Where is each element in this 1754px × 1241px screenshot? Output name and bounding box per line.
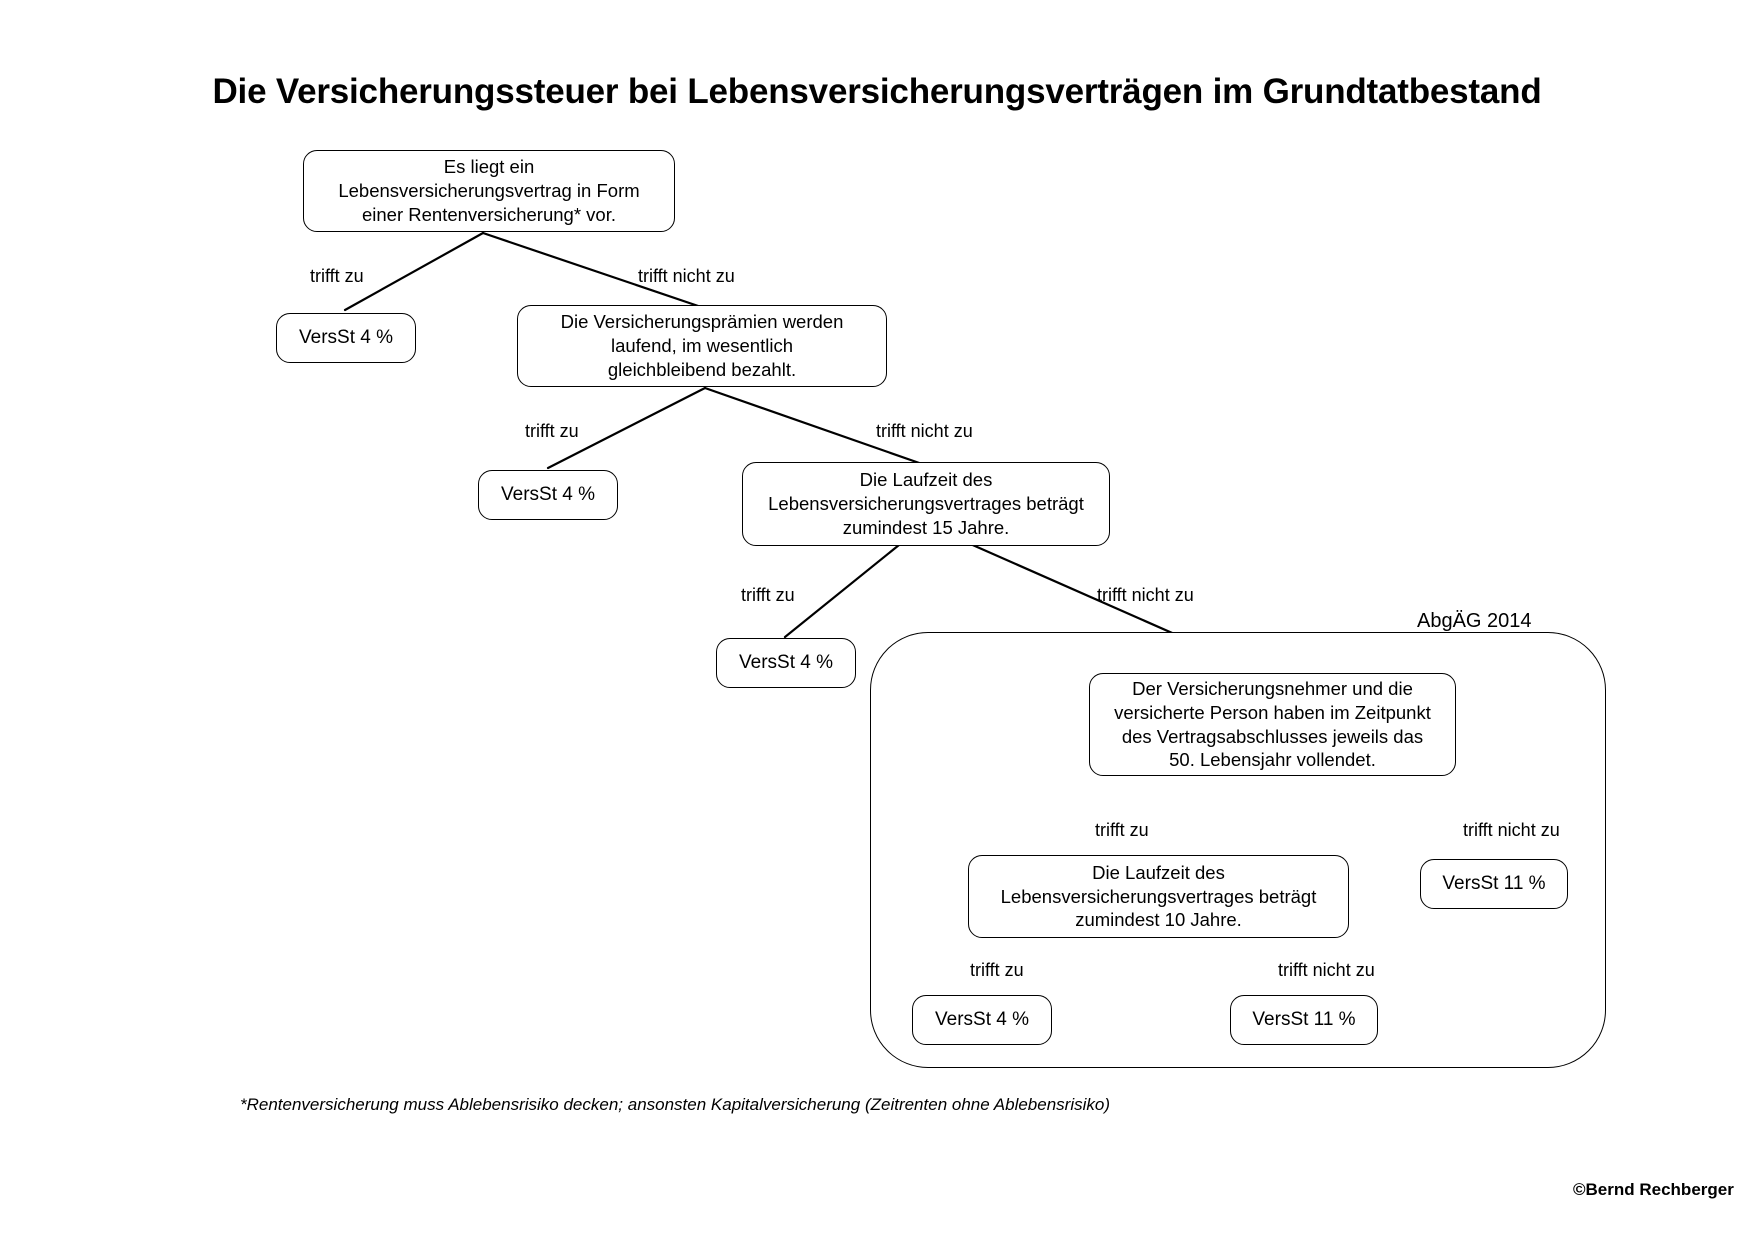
decision-node-1-line-2: Lebensversicherungsvertrag in Form [338, 180, 640, 202]
decision-node-3[interactable]: Die Laufzeit des Lebensversicherungsvert… [742, 462, 1110, 546]
page-title: Die Versicherungssteuer bei Lebensversic… [212, 72, 1542, 111]
decision-node-1-line-3: einer Rentenversicherung* vor. [361, 203, 616, 225]
decision-node-1[interactable]: Es liegt ein Lebensversicherungsvertrag … [303, 150, 675, 232]
decision-node-1-text: Es liegt ein Lebensversicherungsvertrag … [338, 155, 639, 226]
copyright-text: ©Bernd Rechberger [1573, 1180, 1734, 1199]
decision-node-4-line-2: versicherte Person haben im Zeitpunkt [1114, 701, 1431, 723]
decision-node-5-line-2: Lebensversicherungsvertrages beträgt [1000, 885, 1317, 907]
result-node-2-text: VersSt 4 % [501, 483, 595, 505]
edge-label-4-no: trifft nicht zu [1463, 820, 1560, 840]
result-node-5-yes-text: VersSt 4 % [935, 1008, 1029, 1030]
decision-node-3-line-1: Die Laufzeit des [859, 469, 993, 491]
decision-node-5[interactable]: Die Laufzeit des Lebensversicherungsvert… [968, 855, 1349, 938]
decision-node-1-line-1: Es liegt ein [443, 156, 535, 178]
decision-node-2-text: Die Versicherungsprämien werden laufend,… [561, 310, 844, 381]
decision-node-4-line-4: 50. Lebensjahr vollendet. [1169, 749, 1376, 771]
result-node-4-text: VersSt 11 % [1442, 872, 1546, 894]
decision-node-2-line-2: laufend, im wesentlich [610, 335, 793, 357]
decision-node-3-text: Die Laufzeit des Lebensversicherungsvert… [768, 468, 1084, 539]
decision-node-5-text: Die Laufzeit des Lebensversicherungsvert… [1001, 861, 1317, 932]
result-node-5-no[interactable]: VersSt 11 % [1230, 995, 1378, 1045]
result-node-4[interactable]: VersSt 11 % [1420, 859, 1568, 909]
edge-label-3-yes: trifft zu [741, 585, 795, 605]
decision-node-5-line-1: Die Laufzeit des [1092, 861, 1225, 883]
decision-node-4[interactable]: Der Versicherungsnehmer und die versiche… [1089, 673, 1456, 776]
result-node-5-no-text: VersSt 11 % [1252, 1008, 1356, 1030]
result-node-1[interactable]: VersSt 4 % [276, 313, 416, 363]
edge-label-5-no: trifft nicht zu [1278, 960, 1375, 980]
decision-node-4-text: Der Versicherungsnehmer und die versiche… [1114, 677, 1431, 772]
decision-node-4-line-3: des Vertragsabschlusses jeweils das [1121, 725, 1424, 747]
result-node-3-text: VersSt 4 % [739, 651, 833, 673]
edge-label-2-yes: trifft zu [525, 421, 579, 441]
result-node-1-text: VersSt 4 % [299, 326, 393, 348]
edge-label-3-no: trifft nicht zu [1097, 585, 1194, 605]
decision-node-2-line-1: Die Versicherungsprämien werden [560, 311, 844, 333]
result-node-5-yes[interactable]: VersSt 4 % [912, 995, 1052, 1045]
edge-label-1-no: trifft nicht zu [638, 266, 735, 286]
result-node-2[interactable]: VersSt 4 % [478, 470, 618, 520]
edge-label-1-yes: trifft zu [310, 266, 364, 286]
abgaeg-2014-group-label: AbgÄG 2014 [1417, 610, 1532, 632]
decision-node-3-line-2: Lebensversicherungsvertrages beträgt [768, 493, 1084, 515]
decision-node-4-line-1: Der Versicherungsnehmer und die [1132, 678, 1413, 700]
decision-node-2-line-3: gleichbleibend bezahlt. [607, 358, 797, 380]
decision-node-5-line-3: zumindest 10 Jahre. [1075, 909, 1242, 931]
result-node-3[interactable]: VersSt 4 % [716, 638, 856, 688]
footnote-text: *Rentenversicherung muss Ablebensrisiko … [240, 1095, 1110, 1114]
decision-node-3-line-3: zumindest 15 Jahre. [842, 516, 1010, 538]
decision-node-2[interactable]: Die Versicherungsprämien werden laufend,… [517, 305, 887, 387]
edge-label-4-yes: trifft zu [1095, 820, 1149, 840]
edge-label-5-yes: trifft zu [970, 960, 1024, 980]
edge-label-2-no: trifft nicht zu [876, 421, 973, 441]
